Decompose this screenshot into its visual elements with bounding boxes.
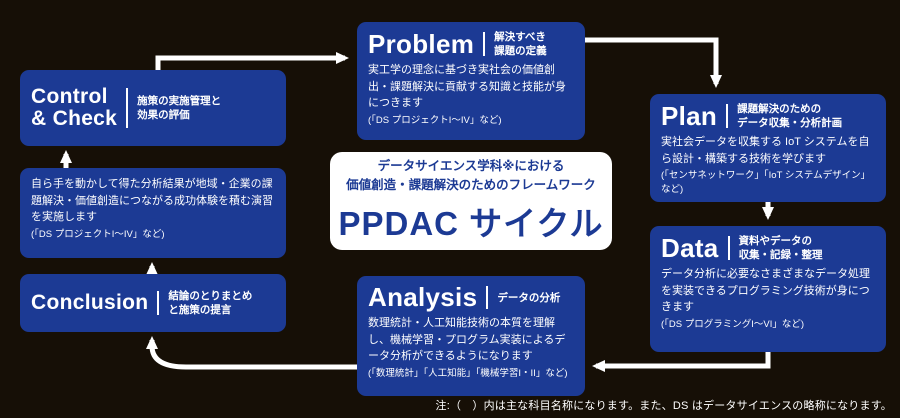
analysis-title: Analysis [368,282,478,312]
arrow-control-to-problem [155,52,349,74]
control-check-subtitle: 施策の実施管理と 効果の評価 [137,94,221,122]
divider [486,286,489,310]
analysis-body: 数理統計・人工知能技術の本質を理解し、機械学習・プログラム実装によるデータ分析が… [368,317,566,363]
analysis-header: Analysis データの分析 [368,282,574,312]
practice-note-box: 自ら手を動かして得た分析結果が地域・企業の課題解決・価値創造につながる成功体験を… [20,168,286,258]
plan-body: 実社会データを収集する IoT システムを自ら設計・構築する技術を学びます [661,136,870,165]
practice-note-courses: (「DS プロジェクトI～IV」など) [31,228,165,240]
arrow-analysis-to-conclusion [146,336,357,370]
plan-header: Plan 課題解決のための データ収集・分析計画 [661,102,875,130]
conclusion-subtitle: 結論のとりまとめ と施策の提言 [168,289,252,317]
data-subtitle-line2: 収集・記録・整理 [738,249,823,262]
conclusion-header: Conclusion 結論のとりまとめ と施策の提言 [31,289,275,317]
problem-header: Problem 解決すべき 課題の定義 [368,30,574,58]
ppdac-cycle-title: PPDAC サイクル [338,204,604,242]
problem-subtitle-line1: 解決すべき [494,31,546,43]
control-title-line2: & Check [31,107,118,130]
plan-subtitle-line1: 課題解決のための [737,103,822,115]
divider [727,236,730,261]
center-subtitle-line1: データサイエンス学科※における [377,159,565,174]
data-subtitle-line1: 資料やデータの [738,235,813,247]
control-title-line1: Control [31,84,108,108]
control-subtitle-line1: 施策の実施管理と [137,94,222,107]
problem-subtitle-line2: 課題の定義 [494,45,547,58]
arrow-data-to-analysis [592,352,771,372]
problem-body: 実工学の理念に基づき実社会の価値創出・課題解決に貢献する知識と技能が身につきます [368,64,566,110]
center-subtitle: データサイエンス学科※における 価値創造・課題解決のためのフレームワーク [346,157,596,193]
data-body: データ分析に必要なさまざまなデータ処理を実装できるプログラミング技術が身につきま… [661,268,870,314]
conclusion-box: Conclusion 結論のとりまとめ と施策の提言 [20,274,286,332]
divider [126,87,129,129]
data-box: Data 資料やデータの 収集・記録・整理 データ分析に必要なさまざまなデータ処… [650,226,886,352]
problem-courses: (「DS プロジェクトI～IV」など) [368,114,502,126]
plan-subtitle-line2: データ収集・分析計画 [737,117,843,130]
analysis-subtitle: データの分析 [497,291,560,305]
control-check-box: Control & Check 施策の実施管理と 効果の評価 [20,70,286,146]
data-header: Data 資料やデータの 収集・記録・整理 [661,234,875,262]
plan-title: Plan [661,100,718,131]
control-subtitle-line2: 効果の評価 [137,109,190,121]
divider [483,32,486,57]
data-subtitle: 資料やデータの 収集・記録・整理 [739,234,823,262]
conclusion-subtitle-line1: 結論のとりまとめ [168,289,253,302]
analysis-box: Analysis データの分析 数理統計・人工知能技術の本質を理解し、機械学習・… [357,276,585,396]
problem-box: Problem 解決すべき 課題の定義 実工学の理念に基づき実社会の価値創出・課… [357,22,585,140]
center-title-card: データサイエンス学科※における 価値創造・課題解決のためのフレームワーク PPD… [330,152,612,250]
control-check-title: Control & Check [31,84,118,130]
data-courses: (「DS プログラミングI～VI」など) [661,318,805,330]
analysis-subtitle-line1: データの分析 [497,291,561,304]
plan-courses: (「センサネットワーク」「IoT システムデザイン」など) [661,170,871,195]
center-subtitle-line2: 価値創造・課題解決のためのフレームワーク [346,177,596,192]
conclusion-subtitle-line2: と施策の提言 [168,304,232,316]
conclusion-title: Conclusion [31,290,149,314]
problem-subtitle: 解決すべき 課題の定義 [494,30,547,58]
arrow-problem-to-plan [585,37,722,88]
footnote: 注:（ ）内は主な科目名称になります。また、DS はデータサイエンスの略称になり… [435,400,892,412]
divider [726,104,729,129]
divider [157,290,160,316]
data-title: Data [661,232,719,263]
problem-title: Problem [368,28,475,59]
control-check-header: Control & Check 施策の実施管理と 効果の評価 [31,84,275,130]
plan-box: Plan 課題解決のための データ収集・分析計画 実社会データを収集する IoT… [650,94,886,202]
practice-note-body: 自ら手を動かして得た分析結果が地域・企業の課題解決・価値創造につながる成功体験を… [31,178,273,223]
analysis-courses: (「数理統計」「人工知能」「機械学習I・II」など) [368,367,568,379]
plan-subtitle: 課題解決のための データ収集・分析計画 [737,102,842,130]
